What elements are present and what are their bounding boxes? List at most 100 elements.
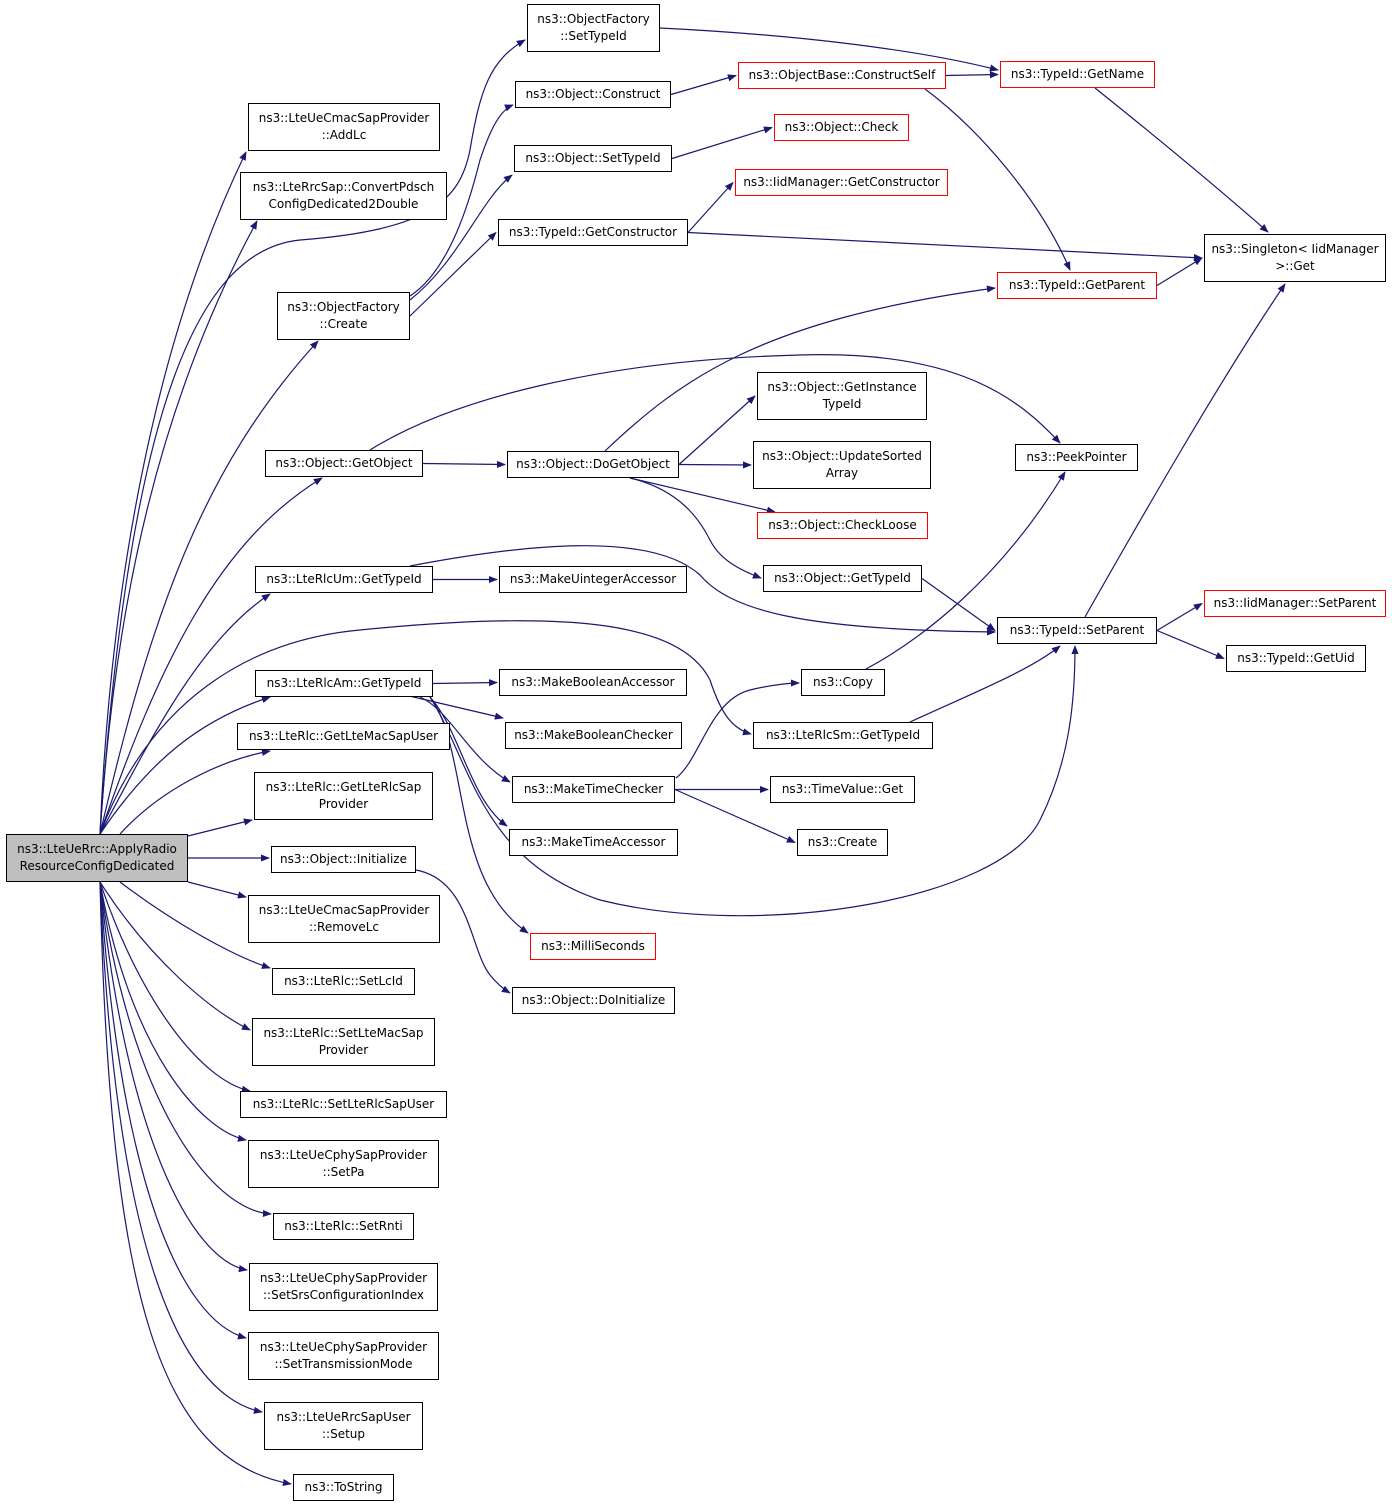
- node-create[interactable]: ns3::Create: [797, 829, 888, 856]
- edge-rlcAmGetTypeId-to-makeTimeAcc: [429, 696, 508, 827]
- node-label-line: ns3::Object::Construct: [525, 87, 661, 101]
- node-object-check[interactable]: ns3::Object::Check: [774, 114, 909, 141]
- node-lteuecphysapprovider-setsrsconfigurationindex[interactable]: ns3::LteUeCphySapProvider ::SetSrsConfig…: [249, 1263, 438, 1311]
- node-lterlc-setlcid[interactable]: ns3::LteRlc::SetLcId: [272, 968, 415, 995]
- node-lteuerrcsapuser-setup[interactable]: ns3::LteUeRrcSapUser ::Setup: [264, 1402, 423, 1450]
- edge-getObject-to-doGetObject: [422, 460, 506, 469]
- edge-rlcAmGetTypeId-to-makeBoolChk: [404, 694, 504, 720]
- node-label-line: ns3::LteRlc::SetLteMacSap: [263, 1026, 424, 1040]
- node-label-line: ns3::LteRlc::GetLteRlcSap: [265, 780, 422, 794]
- edge-getConstructor-to-iidGetConstructor: [687, 181, 734, 233]
- node-typeid-getconstructor[interactable]: ns3::TypeId::GetConstructor: [498, 219, 688, 246]
- node-lterlc-getltemacsapuser[interactable]: ns3::LteRlc::GetLteMacSapUser: [237, 723, 450, 750]
- node-label-line: ns3::LteRlc::GetLteMacSapUser: [248, 729, 439, 743]
- node-label-line: ns3::LteUeCphySapProvider: [259, 1148, 428, 1162]
- edge-root-to-rlcUmGetTypeId: [99, 593, 271, 835]
- node-label-line: ns3::ObjectFactory: [537, 12, 650, 26]
- node-label-line: TypeId: [822, 397, 862, 411]
- node-objectfactory-create[interactable]: ns3::ObjectFactory ::Create: [277, 292, 410, 340]
- node-singleton-iidmanager-get[interactable]: ns3::Singleton< IidManager >::Get: [1204, 234, 1386, 282]
- node-lterlc-setltemacsapprovider[interactable]: ns3::LteRlc::SetLteMacSap Provider: [252, 1018, 435, 1066]
- node-label-line: ::Setup: [321, 1427, 365, 1441]
- edge-rlcAmGetTypeId-to-setParent: [429, 645, 1079, 917]
- node-label-line: ns3::Object::GetObject: [275, 456, 413, 470]
- edge-rlcAmGetTypeId-to-makeBoolAcc: [432, 679, 498, 687]
- node-typeid-getparent[interactable]: ns3::TypeId::GetParent: [997, 272, 1157, 299]
- node-label-line: ResourceConfigDedicated: [19, 859, 175, 873]
- node-label-line: Provider: [318, 797, 369, 811]
- node-lterlc-setlterlcsapuser[interactable]: ns3::LteRlc::SetLteRlcSapUser: [240, 1091, 447, 1118]
- node-object-gettypeid[interactable]: ns3::Object::GetTypeId: [763, 565, 922, 592]
- node-label-line: ::SetTransmissionMode: [274, 1357, 413, 1371]
- node-lterlc-getlterlcsapprovider[interactable]: ns3::LteRlc::GetLteRlcSap Provider: [254, 772, 433, 820]
- node-label-line: ns3::ToString: [304, 1480, 383, 1494]
- node-lterlcsm-gettypeid[interactable]: ns3::LteRlcSm::GetTypeId: [753, 722, 933, 749]
- edge-ofCreate-to-construct: [409, 104, 514, 297]
- node-label-line: ns3::TypeId::SetParent: [1009, 623, 1145, 637]
- node-label-line: ns3::Copy: [812, 675, 874, 689]
- node-typeid-getname[interactable]: ns3::TypeId::GetName: [1000, 61, 1155, 88]
- node-makeuintegeraccessor[interactable]: ns3::MakeUintegerAccessor: [499, 566, 687, 593]
- node-lterlcam-gettypeid[interactable]: ns3::LteRlcAm::GetTypeId: [255, 670, 433, 697]
- node-lterlc-setrnti[interactable]: ns3::LteRlc::SetRnti: [273, 1213, 414, 1240]
- node-object-updatesortedarray[interactable]: ns3::Object::UpdateSorted Array: [753, 441, 931, 489]
- node-label-line: ns3::LteUeCmacSapProvider: [258, 111, 430, 125]
- node-objectbase-constructself[interactable]: ns3::ObjectBase::ConstructSelf: [738, 62, 946, 89]
- node-lterlcum-gettypeid[interactable]: ns3::LteRlcUm::GetTypeId: [255, 566, 433, 593]
- edge-setParent-to-iidSetParent: [1156, 602, 1203, 632]
- node-object-getinstancetypeid[interactable]: ns3::Object::GetInstance TypeId: [757, 372, 927, 420]
- node-maketimeaccessor[interactable]: ns3::MakeTimeAccessor: [509, 829, 678, 856]
- node-ltercsap-convertpdschconfigdedicated2double[interactable]: ns3::LteRrcSap::ConvertPdsch ConfigDedic…: [240, 172, 447, 220]
- node-lteuecphysapprovider-setpa[interactable]: ns3::LteUeCphySapProvider ::SetPa: [248, 1140, 439, 1188]
- node-makebooleanchecker[interactable]: ns3::MakeBooleanChecker: [505, 722, 682, 749]
- node-copy[interactable]: ns3::Copy: [801, 669, 885, 696]
- node-label-line: ns3::LteUeCphySapProvider: [259, 1271, 428, 1285]
- node-objectfactory-settypeid[interactable]: ns3::ObjectFactory ::SetTypeId: [527, 4, 660, 52]
- edge-root-to-setLteMacSap: [99, 881, 251, 1031]
- edge-root-to-setLteRlcSapUser: [99, 881, 251, 1093]
- edge-root-to-setSrs: [99, 881, 248, 1273]
- node-lteuecmacsapprovider-addlc[interactable]: ns3::LteUeCmacSapProvider ::AddLc: [248, 103, 440, 151]
- node-label-line: ns3::Object::GetInstance: [767, 380, 917, 394]
- node-makebooleanaccessor[interactable]: ns3::MakeBooleanAccessor: [499, 669, 687, 696]
- node-peekpointer[interactable]: ns3::PeekPointer: [1015, 444, 1138, 471]
- edge-root-to-getLteMacSapUser: [119, 748, 271, 835]
- edge-setParent-to-getUid: [1156, 629, 1225, 660]
- edge-root-to-rlcSmGetTypeId: [99, 620, 752, 835]
- node-object-initialize[interactable]: ns3::Object::Initialize: [271, 846, 416, 873]
- node-iidmanager-getconstructor[interactable]: ns3::IidManager::GetConstructor: [735, 169, 948, 196]
- edge-root-to-toString: [99, 881, 292, 1487]
- node-typeid-setparent[interactable]: ns3::TypeId::SetParent: [997, 617, 1157, 644]
- node-timevalue-get[interactable]: ns3::TimeValue::Get: [770, 776, 915, 803]
- node-object-getobject[interactable]: ns3::Object::GetObject: [265, 450, 423, 477]
- edge-root-to-convertPdsch: [99, 220, 258, 835]
- node-label-line: ns3::LteUeRrc::ApplyRadio: [17, 842, 177, 856]
- node-milliseconds[interactable]: ns3::MilliSeconds: [530, 933, 656, 960]
- node-object-checkloose[interactable]: ns3::Object::CheckLoose: [757, 512, 928, 539]
- node-label-line: ns3::MakeTimeAccessor: [521, 835, 666, 849]
- node-maketimechecker[interactable]: ns3::MakeTimeChecker: [512, 776, 675, 803]
- node-object-doinitialize[interactable]: ns3::Object::DoInitialize: [512, 987, 675, 1014]
- edge-doGetObject-to-getInstanceTypeId: [678, 395, 756, 465]
- node-lteuecmacsapprovider-removelc[interactable]: ns3::LteUeCmacSapProvider ::RemoveLc: [248, 895, 440, 943]
- node-object-construct[interactable]: ns3::Object::Construct: [515, 81, 671, 108]
- node-typeid-getuid[interactable]: ns3::TypeId::GetUid: [1226, 645, 1366, 672]
- node-label-line: ns3::Object::CheckLoose: [768, 518, 917, 532]
- node-label-line: ns3::PeekPointer: [1026, 450, 1127, 464]
- node-object-settypeid[interactable]: ns3::Object::SetTypeId: [514, 145, 672, 172]
- node-label-line: ns3::Create: [807, 835, 878, 849]
- edge-ofCreate-to-objSetTypeId: [409, 174, 513, 301]
- node-label-line: ns3::MakeBooleanChecker: [514, 728, 673, 742]
- node-tostring[interactable]: ns3::ToString: [293, 1474, 394, 1501]
- edge-copy-to-peekPointer: [865, 471, 1066, 670]
- edge-rlcSmGetTypeId-to-setParent: [909, 645, 1061, 723]
- node-label-line: ns3::Object::DoInitialize: [521, 993, 666, 1007]
- edge-objGetTypeId-to-setParent: [921, 578, 996, 632]
- edge-doGetObject-to-checkLoose: [629, 477, 776, 514]
- edge-getObject-to-peekPointer: [369, 354, 1061, 451]
- node-label-line: ns3::TypeId::GetConstructor: [508, 225, 678, 239]
- node-iidmanager-setparent[interactable]: ns3::IidManager::SetParent: [1204, 590, 1386, 617]
- node-object-dogetobject[interactable]: ns3::Object::DoGetObject: [507, 451, 679, 478]
- node-lteuecphysapprovider-settransmissionmode[interactable]: ns3::LteUeCphySapProvider ::SetTransmiss…: [248, 1332, 439, 1380]
